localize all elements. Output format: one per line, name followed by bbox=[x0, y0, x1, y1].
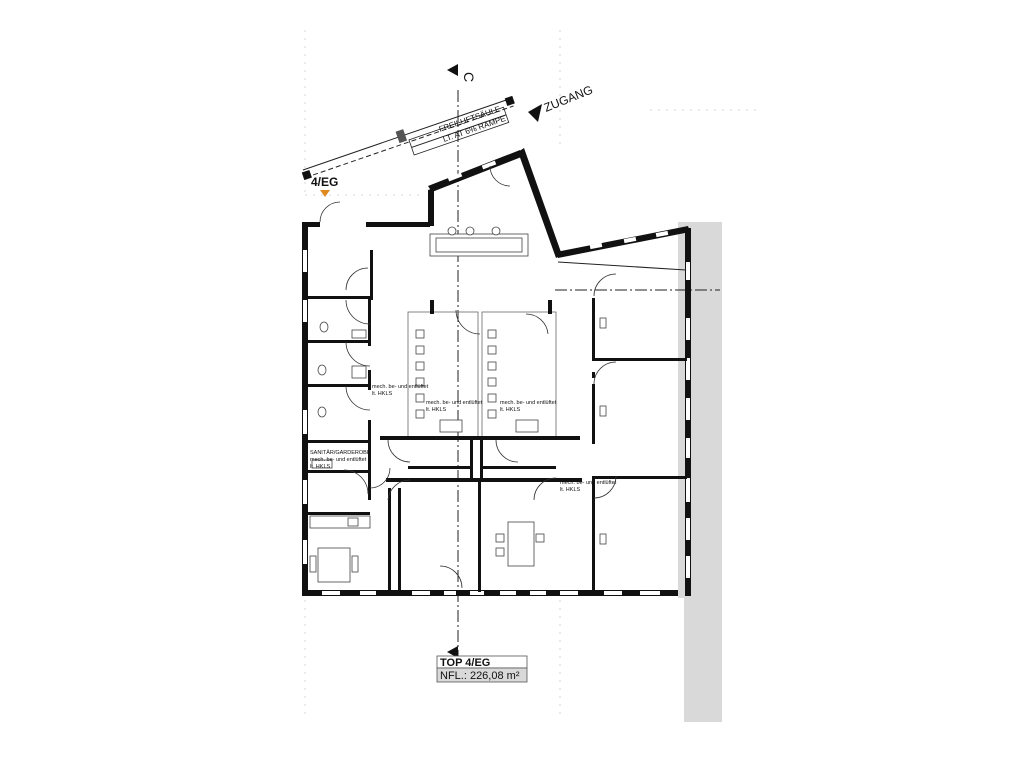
section-mark-top: C bbox=[461, 72, 477, 82]
door-swings bbox=[319, 165, 617, 589]
unit-summary-box: TOP 4/EG NFL.: 226,08 m² bbox=[436, 655, 528, 683]
vent-note-b1: mech. be- und entlüftet bbox=[426, 400, 483, 406]
sanitary-label: SANITÄR/GARDEROBE bbox=[310, 449, 371, 456]
vent-note-c2: lt. HKLS bbox=[500, 407, 521, 413]
vent-note-d2: lt. HKLS bbox=[560, 487, 581, 493]
toilet-fixtures bbox=[311, 321, 367, 469]
vent-note-a1: mech. be- und entlüftet bbox=[372, 384, 429, 390]
entrance-arrow-icon bbox=[528, 104, 542, 122]
sanitary-vent-2: lt. HKLS bbox=[310, 464, 331, 470]
vent-note-a2: lt. HKLS bbox=[372, 391, 393, 397]
vent-note-c1: mech. be- und entlüftet bbox=[500, 400, 557, 406]
kitchenette bbox=[309, 515, 371, 583]
office-desks bbox=[495, 317, 607, 567]
section-arrow-bottom-icon bbox=[447, 646, 458, 658]
sanitary-vent-1: mech. be- und entlüftet bbox=[310, 457, 367, 463]
meeting-table-left bbox=[415, 329, 463, 433]
unit-summary-area: NFL.: 226,08 m² bbox=[440, 670, 520, 682]
vent-note-b2: lt. HKLS bbox=[426, 407, 447, 413]
unit-summary-title: TOP 4/EG bbox=[440, 657, 490, 669]
ramp-canopy bbox=[301, 95, 515, 181]
meeting-table-right bbox=[487, 329, 539, 433]
vent-note-d1: mech. be- und entlüftet bbox=[560, 480, 617, 486]
entrance-label: ZUGANG bbox=[542, 83, 595, 115]
unit-code-label: 4/EG bbox=[311, 175, 338, 189]
unit-marker-icon bbox=[320, 190, 330, 197]
section-arrow-icon bbox=[447, 64, 458, 76]
neighbor-building bbox=[678, 222, 722, 722]
